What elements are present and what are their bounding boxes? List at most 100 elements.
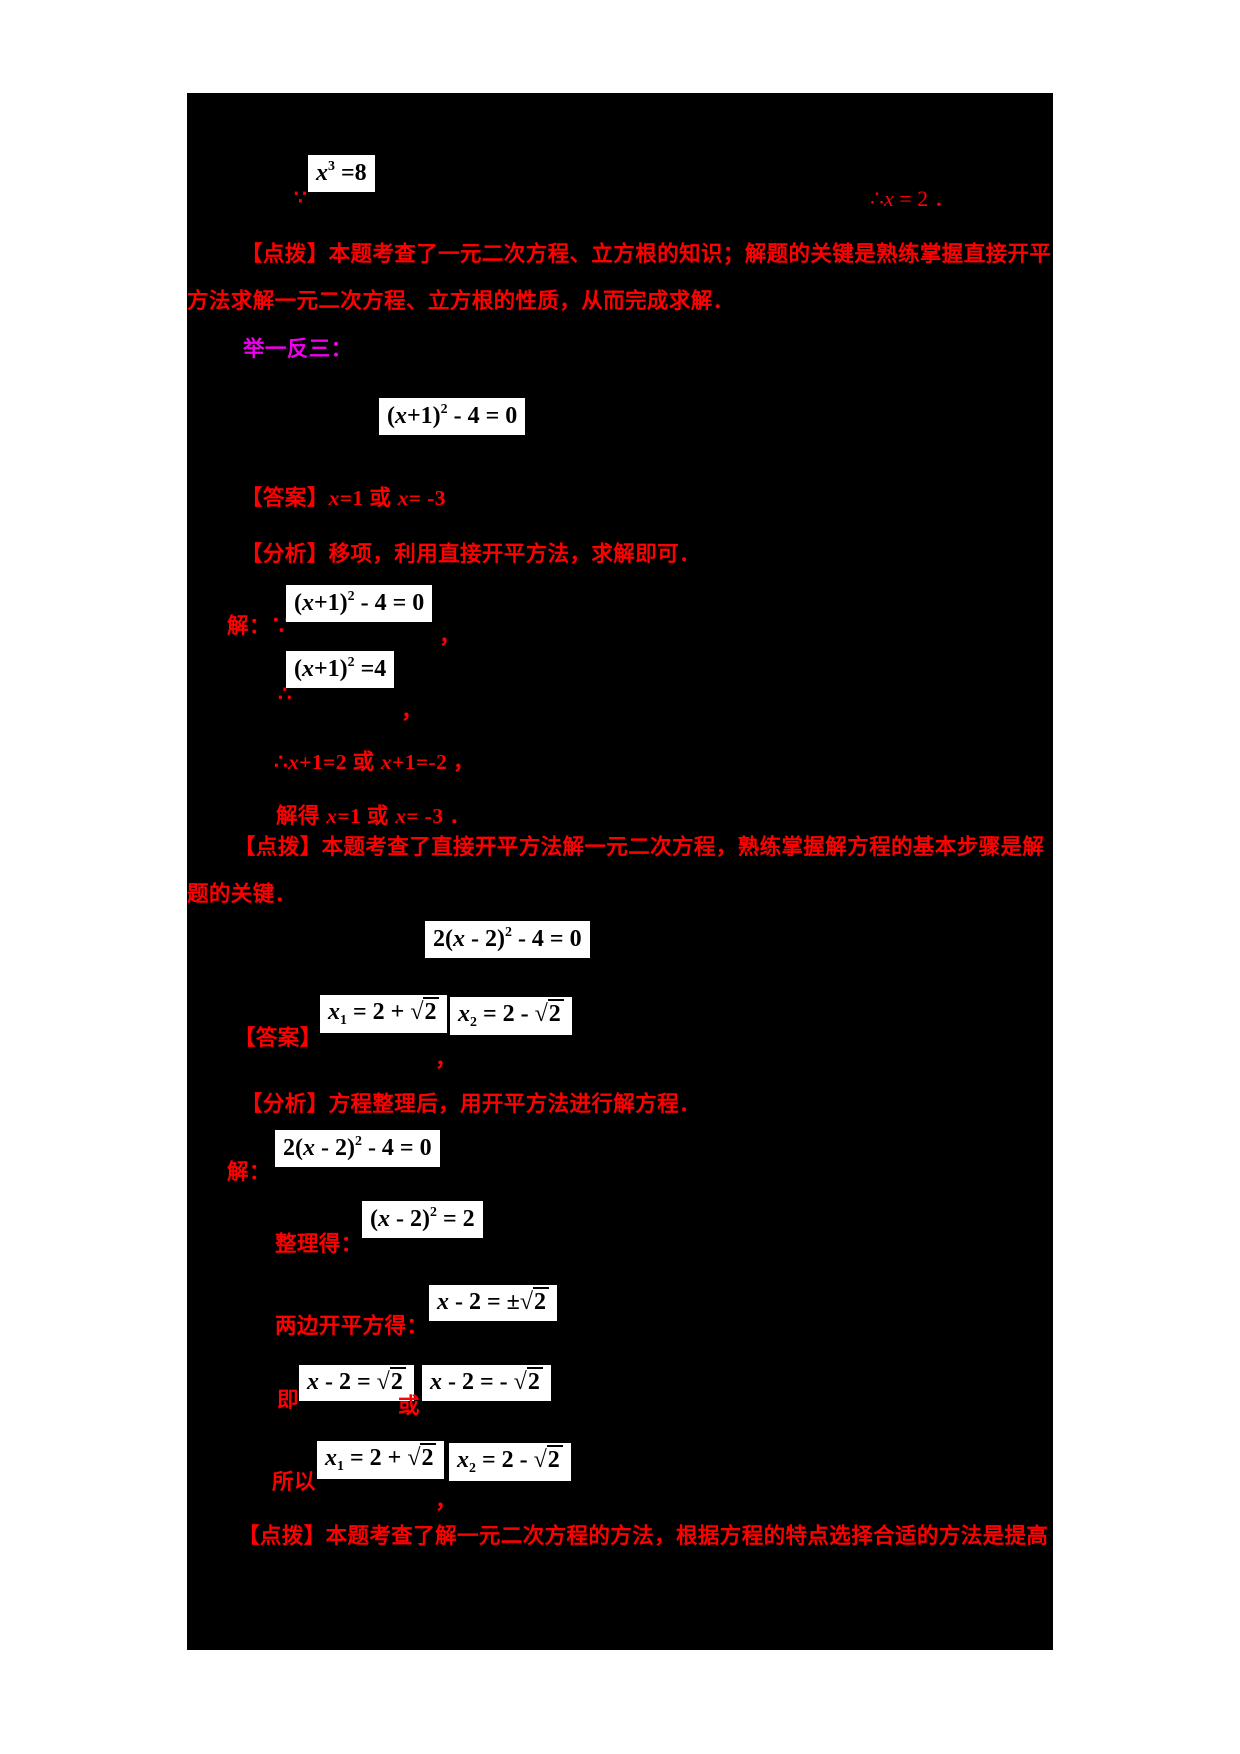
formula-segment: x (457, 1447, 469, 1473)
formula-segment: ( (294, 656, 302, 682)
formula-segment: 或 (369, 486, 398, 510)
formula-segment: = 2 - (475, 1447, 534, 1473)
formula-segment: 2 (469, 1461, 476, 1476)
comma-separator: ， (439, 623, 462, 648)
solution1-label: 解：∵ (227, 614, 293, 638)
formula-segment: ∴ (274, 750, 289, 774)
formula-box-step5: x - 2 = ±√2 (429, 1285, 558, 1321)
formula-segment: = -3 ． (406, 804, 472, 828)
sqrt-radicand: 2 (547, 999, 564, 1027)
formula-segment: = 2 + (343, 1445, 408, 1471)
formula-segment: - 4 = 0 (361, 1135, 432, 1161)
formula-segment: - 4 = 0 (447, 403, 518, 429)
formula-box-step3: 2(x - 2)2 - 4 = 0 (275, 1130, 440, 1167)
sqrt-radical-sign: √ (407, 1445, 421, 1471)
formula-segment: = 2 (436, 1206, 475, 1232)
formula-segment: x (302, 656, 314, 682)
practice-heading: 举一反三： (243, 337, 353, 361)
formula-segment: x (395, 403, 407, 429)
formula-segment: =1 (337, 804, 367, 828)
formula-box-x1-solution: x1 = 2 + √2 (320, 995, 448, 1033)
solved-line: 解得 x=1 或 x= -3 ． (276, 804, 472, 829)
sqrt-radical-sign: √ (376, 1369, 390, 1395)
formula-segment: ， (453, 750, 475, 774)
formula-segment: 2 (429, 1205, 437, 1220)
analysis1-line: 【分析】移项，利用直接开平方法，求解即可． (241, 542, 701, 566)
formula-segment: 2 (440, 402, 448, 417)
conclusion-x-eq-2: ∴x = 2 ． (870, 181, 956, 213)
sqrt-radical-sign: √ (410, 999, 424, 1025)
therefore-symbol: ∴ (278, 682, 293, 706)
formula-box-step1: (x+1)2 - 4 = 0 (286, 585, 433, 622)
formula-segment: - 4 = 0 (354, 590, 425, 616)
formula-segment: - 2 = (319, 1369, 377, 1395)
formula-box-step6a: x - 2 = √2 (299, 1365, 414, 1401)
formula-segment: x (307, 1369, 319, 1395)
solution2-label: 解： (227, 1160, 271, 1184)
remark1-line2: 方法求解一元二次方程、立方根的性质，从而完成求解． (187, 289, 735, 313)
that-is-label: 即 (277, 1388, 299, 1412)
formula-segment: x (437, 1289, 449, 1315)
formula-segment: 2 (504, 925, 512, 940)
comma-separator: ， (435, 1488, 458, 1513)
formula-box-step6b: x - 2 = - √2 (422, 1365, 551, 1401)
formula-segment: 解得 (276, 804, 327, 828)
answer1-line: 【答案】x=1 或 x= -3 (241, 486, 446, 511)
sqrt-radicand: 2 (526, 1367, 543, 1395)
or-label: 或 (398, 1394, 420, 1418)
formula-box-step2: (x+1)2 =4 (286, 651, 395, 688)
formula-segment: 3 (328, 159, 335, 174)
formula-segment: 1 (337, 1459, 344, 1474)
formula-segment: x (430, 1369, 442, 1395)
formula-segment: - 2 = ± (449, 1289, 520, 1315)
formula-segment: = 2 - (476, 1001, 535, 1027)
formula-segment: ( (294, 590, 302, 616)
sqrt-both-sides-label: 两边开平方得： (275, 1314, 429, 1338)
formula-box-x2-solution: x2 = 2 - √2 (450, 997, 572, 1035)
sqrt-radical-sign: √ (534, 1001, 548, 1027)
formula-segment: x (378, 1206, 390, 1232)
formula-segment: x (397, 486, 409, 510)
formula-segment: = -3 (408, 486, 446, 510)
sqrt-radical-sign: √ (513, 1369, 527, 1395)
cases-line: ∴x+1=2 或 x+1=-2 ， (274, 750, 475, 775)
sqrt-radical-sign: √ (519, 1289, 534, 1315)
formula-segment: 2( (433, 926, 453, 952)
formula-segment: x (302, 590, 314, 616)
formula-segment: x (328, 486, 340, 510)
formula-segment: ( (370, 1206, 378, 1232)
because-symbol: ∵ (294, 187, 308, 209)
sqrt-radicand: 2 (546, 1445, 563, 1473)
formula-segment: x (884, 186, 894, 211)
formula-segment: x (395, 804, 407, 828)
formula-segment: x (326, 804, 338, 828)
formula-segment: +1) (407, 403, 441, 429)
formula-segment: - 2 = - (442, 1369, 514, 1395)
formula-segment: - 2) (390, 1206, 430, 1232)
formula-segment: 2( (283, 1135, 303, 1161)
answer2-label: 【答案】 (234, 1026, 322, 1050)
formula-segment: 2 (347, 655, 355, 670)
remark3-line1: 【点拨】本题考查了解一元二次方程的方法，根据方程的特点选择合适的方法是提高 (238, 1524, 1049, 1548)
formula-segment: - 2) (315, 1135, 355, 1161)
remark2-line2: 题的关键． (187, 882, 297, 906)
sqrt-radicand: 2 (389, 1367, 406, 1395)
formula-box-problem2: 2(x - 2)2 - 4 = 0 (425, 921, 590, 958)
formula-segment: =8 (334, 160, 367, 186)
formula-segment: x (288, 750, 300, 774)
formula-segment: x (303, 1135, 315, 1161)
formula-segment: x (453, 926, 465, 952)
formula-segment: 【答案】 (241, 486, 329, 510)
formula-segment: 2 (347, 589, 355, 604)
analysis2-line: 【分析】方程整理后，用开平方法进行解方程． (241, 1092, 701, 1116)
formula-segment: x (380, 750, 393, 774)
sqrt-radicand: 2 (423, 997, 440, 1025)
worksheet-page: ∵ x3 =8 ∴x = 2 ． 【点拨】本题考查了一元二次方程、立方根的知识；… (187, 93, 1053, 1650)
sqrt-radicand: 2 (533, 1287, 550, 1315)
therefore-label: 所以 (272, 1470, 316, 1494)
formula-segment: 2 (354, 1134, 362, 1149)
formula-segment: ∴ (870, 186, 884, 211)
formula-segment: 1 (340, 1013, 347, 1028)
comma-separator: ， (435, 1046, 458, 1071)
